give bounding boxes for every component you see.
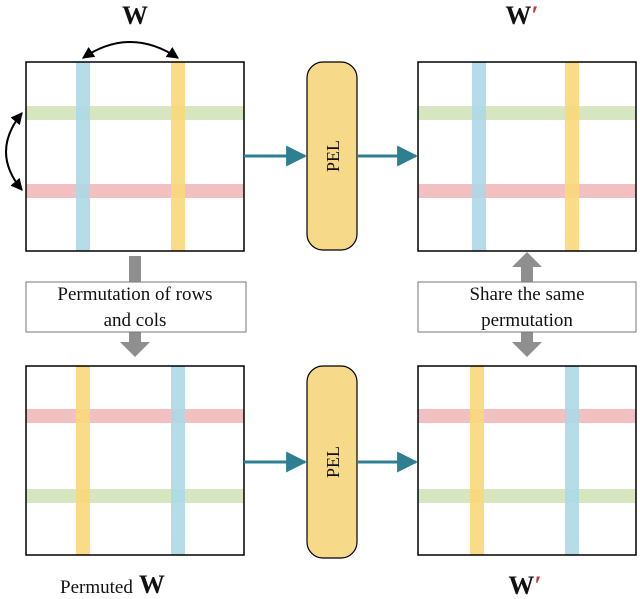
col-band-blue — [171, 366, 185, 555]
matrix-w-prime-bottom-right — [417, 365, 637, 556]
title-w-top-left: W — [122, 1, 148, 30]
matrix-frame — [417, 61, 637, 252]
col-band-yellow — [76, 366, 90, 555]
pel-block-top: PEL — [306, 61, 358, 251]
matrix-w-prime-top-right — [417, 61, 637, 252]
col-band-blue — [76, 62, 90, 251]
row-band-red — [418, 184, 636, 198]
note-permutation-rows-cols: Permutation of rows and cols — [25, 281, 247, 333]
row-band-green — [418, 106, 636, 120]
title-w-prime-top-right: W′ — [505, 1, 538, 30]
gray-arrow-up-head — [512, 252, 542, 282]
col-band-blue — [565, 366, 579, 555]
row-band-green — [26, 489, 244, 503]
matrix-frame — [417, 365, 637, 556]
gray-arrow-shaft-top — [129, 256, 141, 282]
title-w-prime-bottom-right: W′ — [508, 571, 541, 599]
col-band-yellow — [470, 366, 484, 555]
col-band-yellow — [171, 62, 185, 251]
row-swap-arrow — [5, 112, 23, 191]
pel-label: PEL — [323, 446, 343, 478]
row-band-green — [418, 489, 636, 503]
matrix-w-top-left — [25, 61, 245, 252]
note-line-2: permutation — [481, 310, 573, 331]
gray-arrow-down-head — [512, 332, 542, 357]
row-band-red — [26, 409, 244, 423]
col-swap-arrow — [82, 41, 179, 59]
note-line-2: and cols — [104, 310, 167, 331]
row-band-red — [26, 184, 244, 198]
pel-label: PEL — [323, 140, 343, 172]
col-band-yellow — [565, 62, 579, 251]
matrix-permuted-w-bottom-left — [25, 365, 245, 556]
row-band-green — [26, 106, 244, 120]
pel-block-bottom: PEL — [306, 365, 358, 559]
gray-arrow-down-head — [120, 332, 150, 357]
note-box — [417, 281, 637, 333]
note-line-1: Share the same — [469, 284, 584, 305]
row-band-red — [418, 409, 636, 423]
matrix-frame — [25, 365, 245, 556]
note-line-1: Permutation of rows — [57, 284, 212, 305]
col-band-blue — [472, 62, 486, 251]
note-share-same-permutation: Share the same permutation — [417, 281, 637, 333]
note-box — [25, 281, 247, 333]
matrix-frame — [25, 61, 245, 252]
